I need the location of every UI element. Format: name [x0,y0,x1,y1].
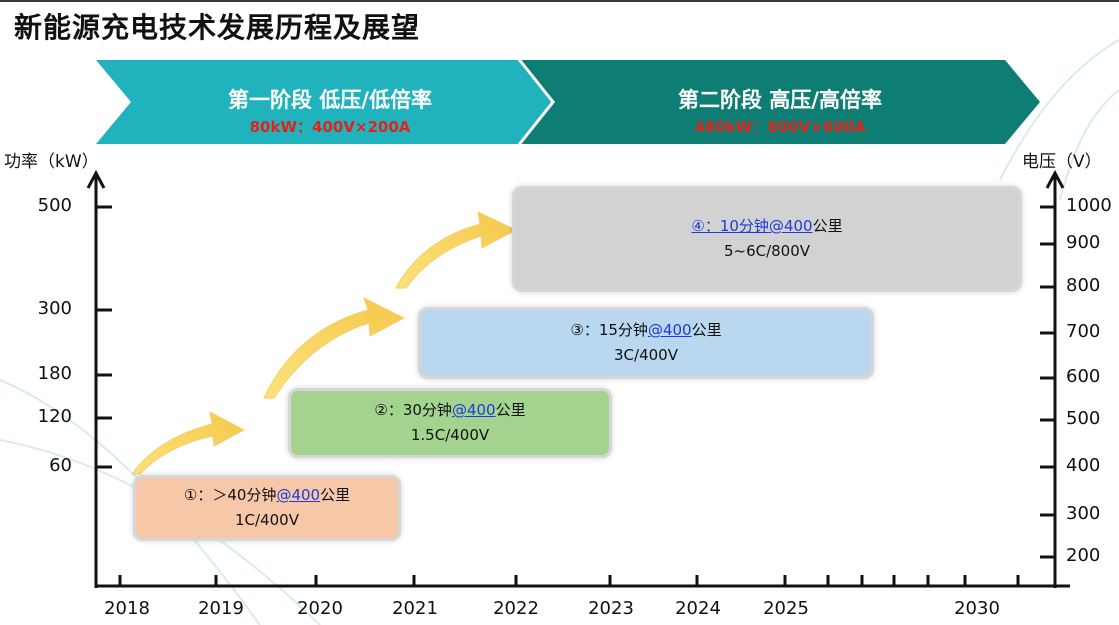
phase-2-text: 第二阶段 高压/高倍率 480kW：800V×600A [620,84,940,137]
stage-time: 30分钟 [402,401,452,419]
stage-unit: 公里 [495,401,526,419]
phase-separator [516,57,555,147]
curved-arrow-3 [395,211,518,289]
right-tick-label: 400 [1066,455,1101,476]
stage-range-link[interactable]: @400 [647,321,692,339]
stage-number: ①： [183,486,213,504]
x-tick-label: 2021 [392,598,438,619]
phase-2-spec: 480kW：800V×600A [694,118,866,136]
stage-spec: 1.5C/400V [410,426,490,444]
stage-spec: 3C/400V [614,346,678,364]
stage-time-link[interactable]: 10分钟 [719,217,769,235]
left-axis-label: 功率（kW） [4,152,99,172]
phase-1-text: 第一阶段 低压/低倍率 80kW：400V×200A [170,84,490,137]
left-tick-label: 60 [49,455,72,476]
right-tick-marks [1040,205,1055,559]
right-tick-label: 300 [1066,503,1101,524]
left-tick-label: 180 [37,363,72,384]
stage-line: ②：30分钟@400公里 [291,398,609,423]
right-tick-label: 700 [1066,321,1101,342]
phase-banner-2 [520,60,1040,144]
left-tick-label: 120 [37,406,72,427]
stage-box-2: ②：30分钟@400公里 1.5C/400V [288,388,612,458]
x-tick-label: 2030 [954,598,1000,619]
right-axis-label: 电压（V） [1022,152,1102,172]
curved-arrow-1 [131,411,246,475]
x-tick-label: 2024 [675,598,721,619]
stage-box-3: ③：15分钟@400公里 3C/400V [418,307,874,379]
x-tick-label: 2020 [297,598,343,619]
x-tick-label: 2019 [198,598,244,619]
right-tick-label: 600 [1066,366,1101,387]
stage-line: ①：＞40分钟@400公里 [136,483,398,508]
phase-2-title: 第二阶段 高压/高倍率 [678,88,882,112]
stage-unit: 公里 [691,321,722,339]
x-tick-label: 2025 [763,598,809,619]
phase-banner-1 [96,60,555,144]
stage-box-1: ①：＞40分钟@400公里 1C/400V [133,475,401,541]
left-tick-label: 500 [37,195,72,216]
stage-number: ③： [570,321,599,339]
stage-line: ④：10分钟@400公里 [515,214,1019,239]
stage-range-link[interactable]: @400 [451,401,496,419]
stage-number: ②： [374,401,403,419]
top-rule [0,0,1119,2]
stage-time: ＞40分钟 [212,486,277,504]
right-tick-label: 1000 [1066,195,1112,216]
stage-spec: 5~6C/800V [723,242,811,260]
stage-range-link[interactable]: @400 [276,486,321,504]
phase-1-title: 第一阶段 低压/低倍率 [228,88,432,112]
x-tick-marks [118,575,1020,586]
x-tick-label: 2023 [588,598,634,619]
stage-unit: 公里 [812,217,843,235]
right-tick-label: 500 [1066,408,1101,429]
x-tick-label: 2018 [104,598,150,619]
stage-unit: 公里 [320,486,351,504]
x-tick-label: 2022 [493,598,539,619]
phase-1-spec: 80kW：400V×200A [249,118,411,136]
stage-spec: 1C/400V [235,511,299,529]
left-tick-label: 300 [37,298,72,319]
stage-number-link[interactable]: ④： [691,217,720,235]
stage-range-link[interactable]: @400 [768,217,813,235]
curved-arrow-2 [263,297,406,399]
stage-line: ③：15分钟@400公里 [421,318,871,343]
page-title: 新能源充电技术发展历程及展望 [14,11,421,44]
right-tick-label: 800 [1066,275,1101,296]
right-tick-label: 900 [1066,232,1101,253]
progress-arrows [131,211,518,475]
right-tick-label: 200 [1066,545,1101,566]
stage-time: 15分钟 [598,321,648,339]
left-tick-marks [96,205,112,469]
stage-box-4: ④：10分钟@400公里 5~6C/800V [512,186,1022,292]
